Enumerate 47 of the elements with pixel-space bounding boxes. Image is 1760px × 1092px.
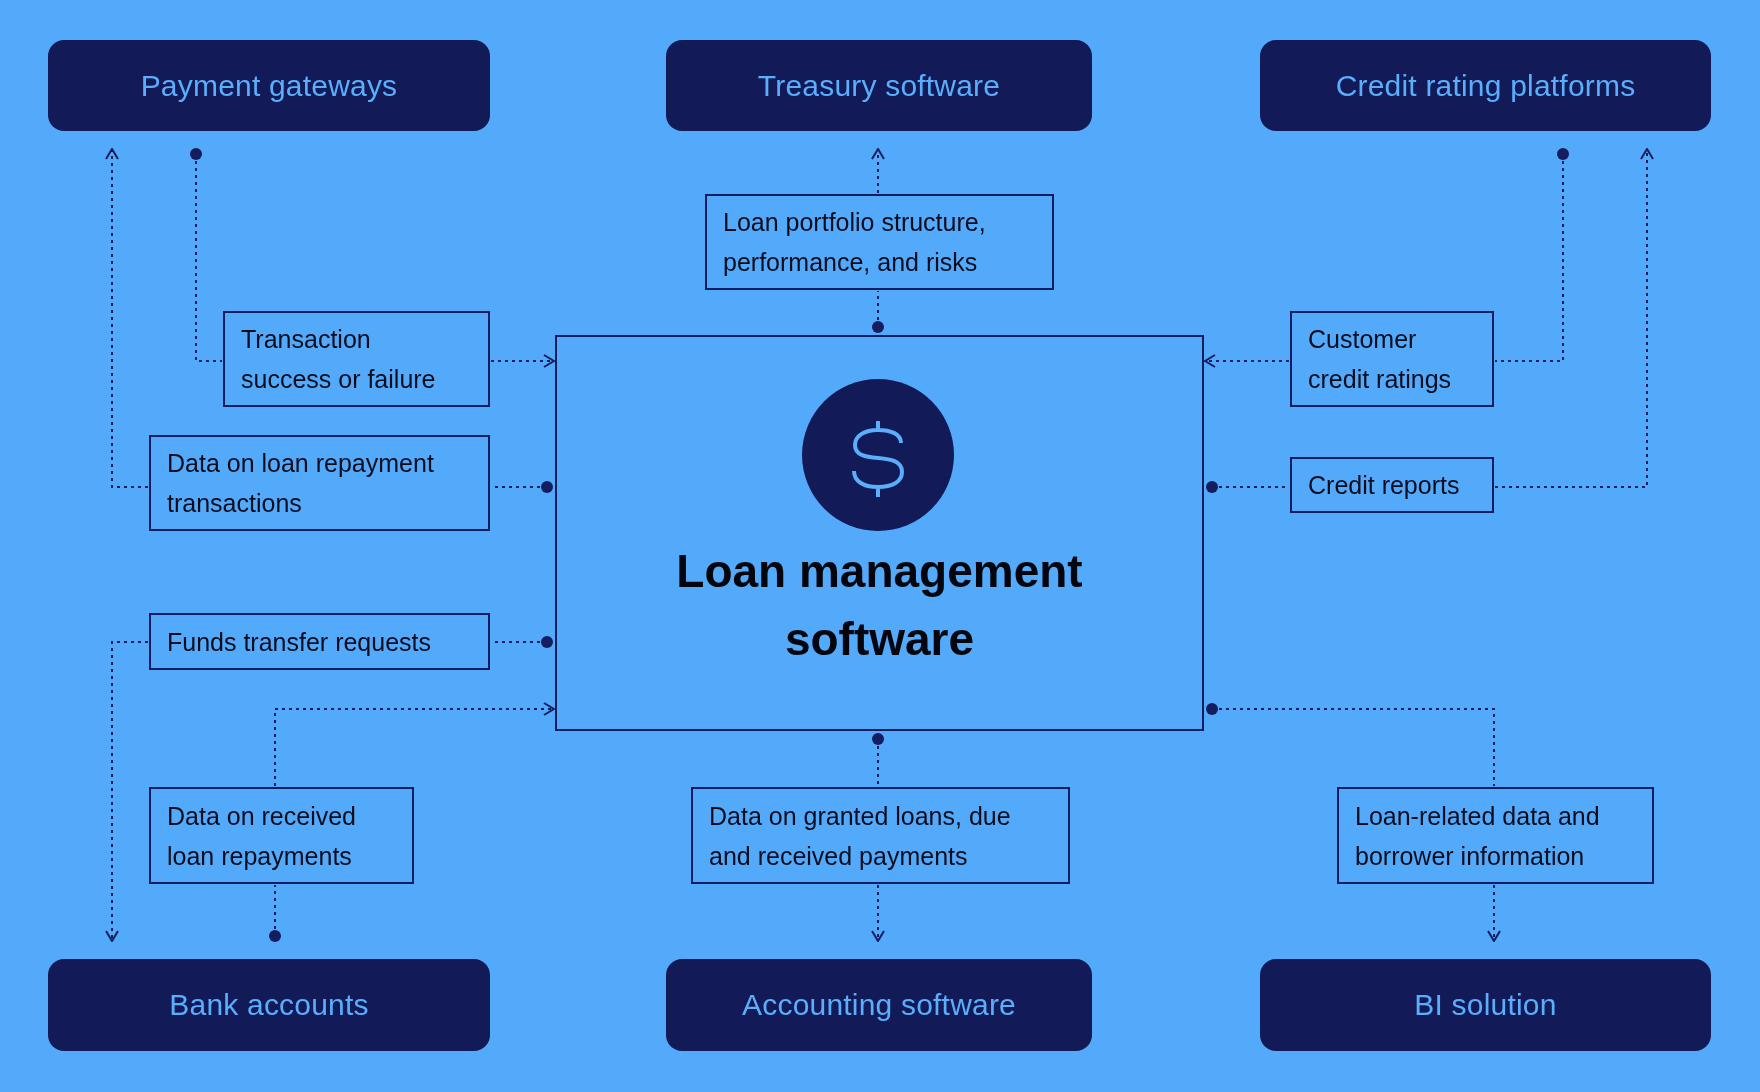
dotted-connector	[872, 290, 884, 333]
dotted-connector	[1494, 148, 1654, 488]
dotted-connector	[274, 702, 555, 787]
data-flow-box	[1290, 311, 1494, 407]
dotted-connector	[490, 354, 555, 368]
data-flow-box	[149, 613, 490, 670]
flow-label-text: Transaction success or failure	[241, 324, 437, 395]
data-flow-box	[149, 787, 414, 884]
system-title: Loan management software	[675, 544, 1084, 667]
dotted-connector	[1206, 703, 1495, 787]
flow-label-text: Data on received loan repayments	[167, 800, 357, 872]
data-flow-box	[223, 311, 490, 407]
system-name: BI solution	[1414, 988, 1557, 1022]
system-box	[1260, 959, 1711, 1051]
flow-label-text: Loan-related data and borrower information	[1355, 800, 1601, 872]
system-name: Credit rating platforms	[1335, 68, 1636, 103]
flow-label-text: Funds transfer requests	[167, 626, 431, 658]
dotted-connector	[269, 884, 281, 942]
data-flow-box	[1290, 457, 1494, 513]
system-box	[666, 959, 1092, 1051]
flow-label-text: Loan portfolio structure, performance, and risks	[723, 207, 987, 278]
dotted-connector	[1204, 354, 1290, 368]
dotted-connector	[872, 733, 884, 787]
dotted-connector	[871, 884, 885, 942]
flow-label-text: Customer credit ratings	[1308, 324, 1453, 395]
data-flow-box	[149, 435, 490, 531]
data-flow-box	[705, 194, 1054, 290]
system-name: Treasury software	[757, 68, 1001, 103]
flow-label-text: Data on loan repayment transactions	[167, 448, 435, 519]
system-name: Accounting software	[742, 988, 1016, 1022]
central-system-box	[555, 335, 1204, 731]
dotted-connector	[105, 641, 149, 942]
flow-label-text: Data on granted loans, due and received payments	[709, 800, 1012, 872]
system-name: Payment gateways	[140, 68, 398, 103]
dotted-connector	[190, 148, 223, 362]
dotted-connector	[871, 148, 885, 194]
flow-label-text: Credit reports	[1308, 470, 1460, 501]
system-box	[1260, 40, 1711, 131]
system-name: Bank accounts	[169, 988, 369, 1022]
data-flow-box	[691, 787, 1070, 884]
data-flow-box	[1337, 787, 1654, 884]
system-box	[48, 959, 490, 1051]
dotted-connector	[105, 148, 149, 488]
dotted-connector	[1487, 884, 1501, 942]
system-box	[666, 40, 1092, 131]
system-box	[48, 40, 490, 131]
dotted-connector	[1494, 148, 1569, 362]
